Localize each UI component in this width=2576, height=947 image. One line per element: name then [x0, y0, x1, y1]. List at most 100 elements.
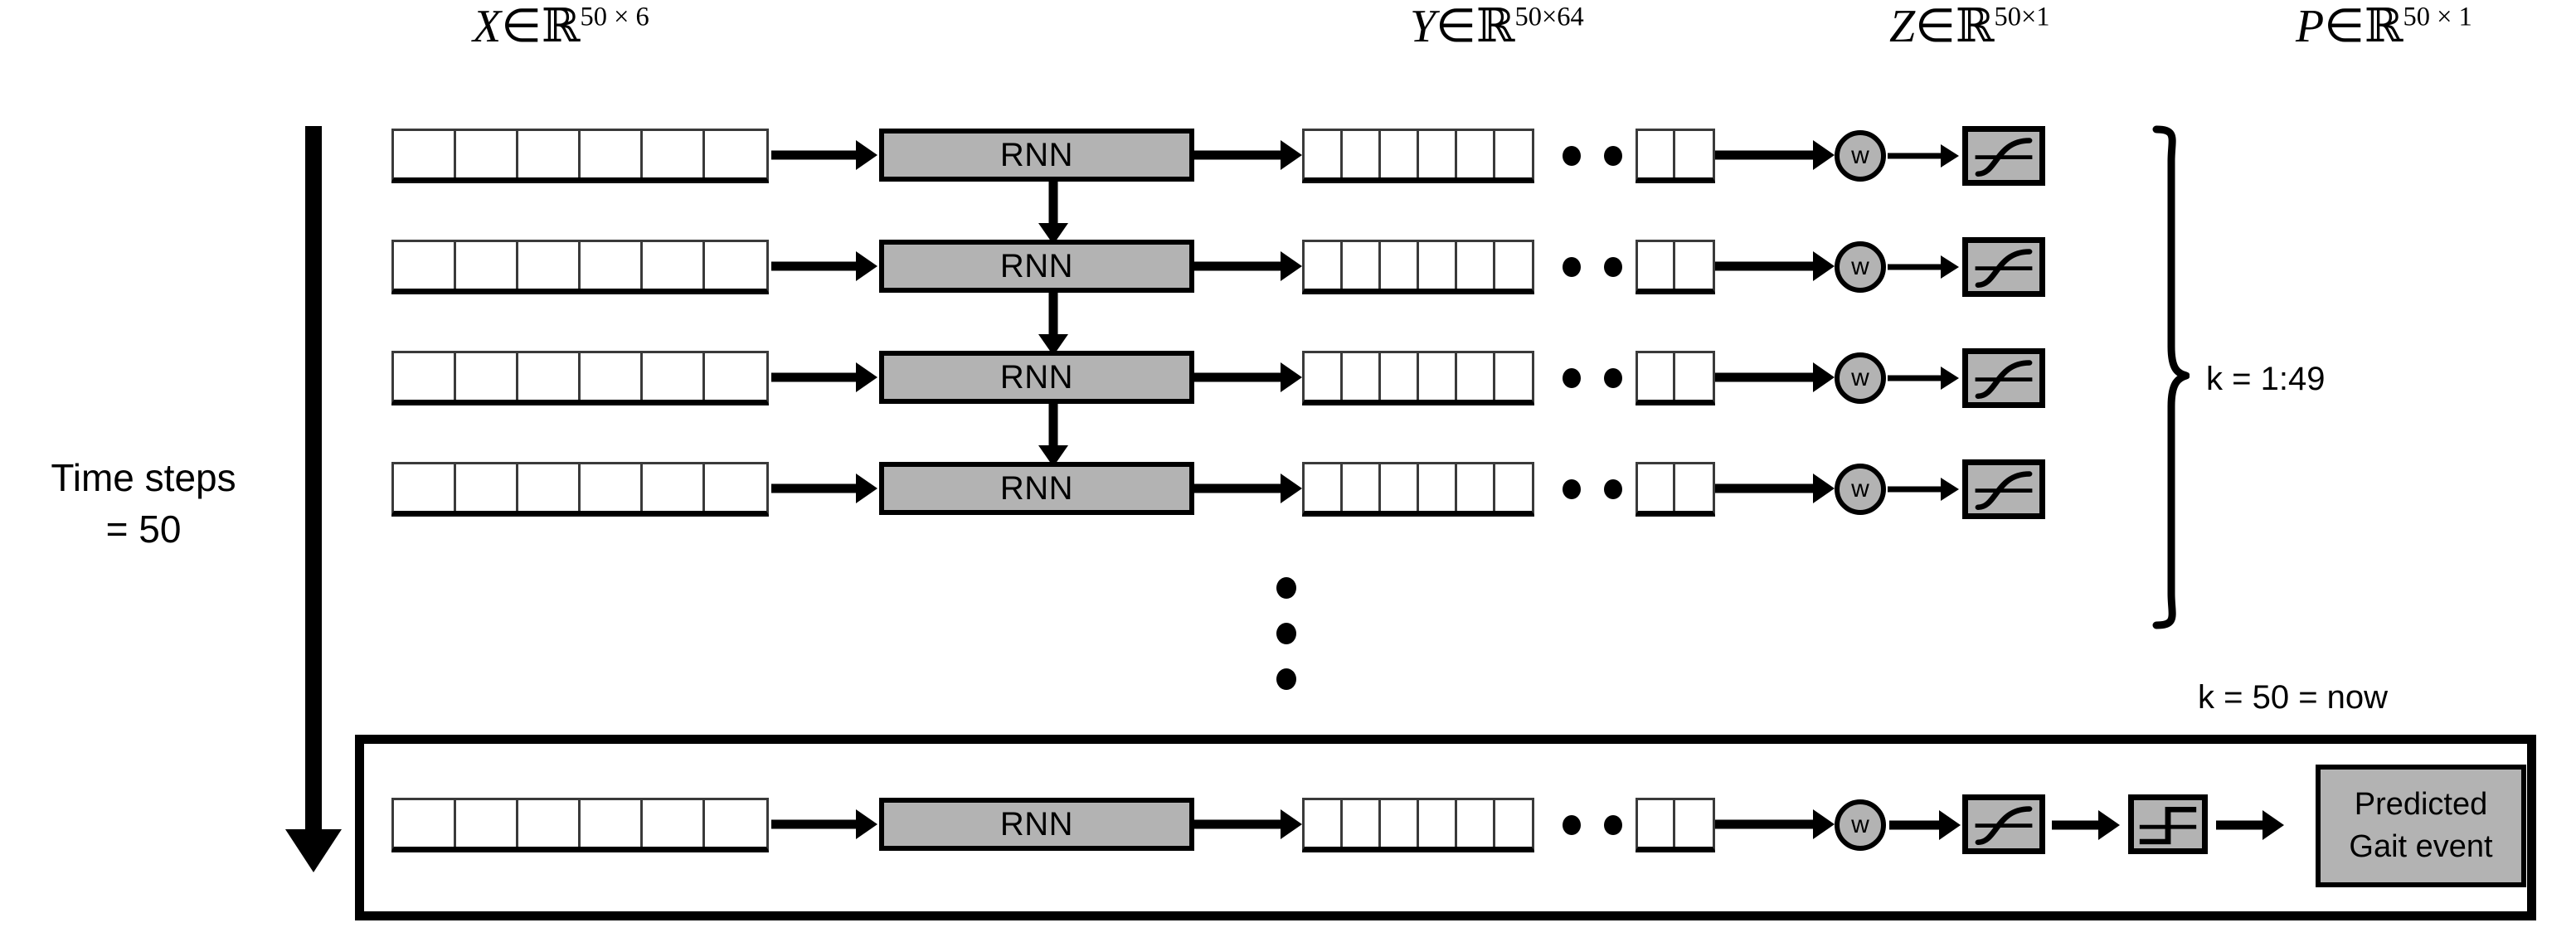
y-cell	[1495, 242, 1532, 289]
y-cell	[1457, 242, 1495, 289]
time-steps-label: Time steps = 50	[7, 452, 280, 555]
y-hidden-vector-row3	[1302, 351, 1534, 404]
sigmoid-icon	[1975, 249, 2033, 288]
arrow-shaft	[771, 372, 858, 382]
arrow-head	[1281, 809, 1302, 839]
y-cell	[1419, 131, 1457, 177]
x-cell	[518, 464, 581, 511]
arrow-head	[1281, 474, 1302, 503]
vertical-ellipsis-dot	[1276, 577, 1296, 599]
y-cell	[1495, 131, 1532, 177]
y-cell	[1638, 242, 1676, 289]
x-input-vector-row2	[391, 240, 769, 293]
arrow-shaft	[771, 150, 858, 160]
y-cell	[1343, 131, 1381, 177]
arrow-shaft	[2052, 820, 2100, 830]
y-cell	[1305, 464, 1343, 511]
y-cell	[1419, 800, 1457, 847]
p-symbol: P	[2296, 1, 2325, 52]
arrow-head	[1281, 362, 1302, 392]
y-cell	[1495, 353, 1532, 400]
brace-range-label: k = 1:49	[2206, 361, 2326, 397]
rnn-label: RNN	[999, 136, 1074, 173]
y-cell	[1305, 800, 1343, 847]
z-header-label: Z∈ℝ50×1	[1889, 1, 2050, 52]
arrow-shaft	[1194, 372, 1282, 382]
arrow-head	[2263, 810, 2284, 840]
arrow-head	[856, 474, 877, 503]
weight-label: w	[1851, 253, 1869, 280]
sigmoid-activation-row4	[1962, 459, 2045, 519]
arrow-head	[856, 140, 877, 170]
y-hidden-vector-row2	[1302, 240, 1534, 293]
y-hidden-vector-tail-row50	[1636, 798, 1715, 851]
arrow-shaft	[771, 483, 858, 493]
horizontal-ellipsis-dot	[1563, 146, 1581, 166]
y-header-label: Y∈ℝ50×64	[1410, 0, 1584, 53]
arrow-shaft	[1715, 483, 1815, 493]
y-cell	[1675, 800, 1713, 847]
predicted-gait-event-box: Predicted Gait event	[2316, 765, 2526, 887]
arrow-shaft	[1715, 261, 1815, 271]
y-cell	[1638, 464, 1676, 511]
weight-node-row3: w	[1835, 352, 1886, 404]
prediction-line2: Gait event	[2349, 829, 2493, 864]
arrow-shaft	[1048, 404, 1058, 447]
x-cell	[456, 242, 518, 289]
rnn-label: RNN	[999, 247, 1074, 284]
x-cell	[705, 131, 766, 177]
x-cell	[705, 353, 766, 400]
y-cell	[1675, 464, 1713, 511]
step-threshold-row50	[2128, 794, 2208, 854]
prediction-line1: Predicted	[2354, 786, 2488, 822]
arrow-head	[1813, 362, 1835, 392]
y-cell	[1381, 131, 1419, 177]
y-cell	[1305, 131, 1343, 177]
arrow-shaft	[1048, 182, 1058, 225]
x-cell	[518, 353, 581, 400]
time-steps-arrow-head	[285, 829, 342, 872]
x-cell	[581, 464, 643, 511]
vertical-ellipsis-dot	[1276, 668, 1296, 690]
x-relation: ∈	[501, 1, 542, 52]
weight-label: w	[1851, 364, 1869, 391]
x-cell	[394, 242, 456, 289]
arrow-shaft	[1194, 483, 1282, 493]
y-exponent: 50×64	[1514, 2, 1584, 32]
arrow-head	[1813, 140, 1835, 170]
hidden-state-arrow-row1-row2	[1037, 182, 1070, 245]
x-cell	[518, 131, 581, 177]
y-cell	[1457, 800, 1495, 847]
x-cell	[705, 464, 766, 511]
x-cell	[518, 242, 581, 289]
y-hidden-vector-row1	[1302, 129, 1534, 182]
weight-node-row50: w	[1835, 799, 1886, 851]
x-set: ℝ	[542, 0, 581, 53]
rnn-label: RNN	[999, 805, 1074, 843]
rnn-label: RNN	[999, 358, 1074, 396]
y-cell	[1381, 464, 1419, 511]
rnn-block-row1: RNN	[879, 129, 1194, 182]
y-cell	[1343, 800, 1381, 847]
p-header-label: P∈ℝ50 × 1	[2296, 1, 2472, 52]
arrow-shaft	[1888, 375, 1942, 381]
x-cell	[394, 353, 456, 400]
y-hidden-vector-tail-row1	[1636, 129, 1715, 182]
arrow-shaft	[1048, 293, 1058, 336]
x-cell	[581, 353, 643, 400]
arrow-shaft	[1715, 819, 1815, 829]
y-cell	[1457, 464, 1495, 511]
arrow-head	[1813, 251, 1835, 281]
sigmoid-activation-row50	[1962, 794, 2045, 854]
z-relation: ∈	[1915, 1, 1956, 52]
x-cell	[394, 131, 456, 177]
y-cell	[1638, 800, 1676, 847]
p-exponent: 50 × 1	[2403, 2, 2472, 32]
final-timestep-frame	[355, 735, 2536, 920]
time-step-range-brace	[2098, 124, 2190, 630]
arrow-shaft	[771, 261, 858, 271]
y-set: ℝ	[1475, 0, 1515, 53]
horizontal-ellipsis-dot	[1563, 368, 1581, 388]
arrow-head	[1281, 140, 1302, 170]
